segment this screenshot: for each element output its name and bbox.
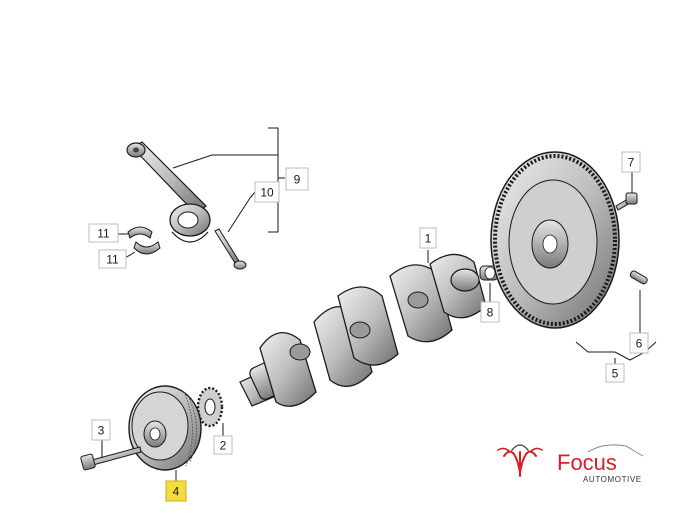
callout-box: [480, 301, 500, 323]
callout-1: 1: [419, 227, 437, 249]
bearing-shells: [127, 226, 161, 255]
crankshaft: [239, 253, 487, 407]
logo-brand: Focus: [557, 450, 617, 475]
callout-number: 2: [220, 439, 227, 453]
flywheel-bolt: [615, 192, 638, 211]
callout-number: 10: [260, 186, 274, 200]
callout-box: [213, 435, 233, 455]
callout-box: [419, 227, 437, 249]
car-outline-icon: [587, 444, 644, 457]
callout-number: 1: [425, 232, 432, 246]
callout-6: 6: [629, 332, 649, 354]
callout-box: [254, 181, 280, 203]
callout-box: [91, 419, 111, 441]
callout-11b: 11: [98, 249, 127, 269]
crank-gear: [196, 386, 224, 428]
callout-number: 9: [294, 173, 301, 187]
callout-8: 8: [480, 301, 500, 323]
callout-number: 6: [636, 337, 643, 351]
callout-4: 4: [165, 480, 187, 502]
callout-number: 5: [612, 367, 619, 381]
callout-10: 10: [254, 181, 280, 203]
callout-box: [629, 332, 649, 354]
callout-labels: 1 2 3 4 5 6 7 8 9 10 11 11: [88, 151, 649, 502]
focus-automotive-logo: Focus AUTOMOTIVE: [497, 444, 644, 484]
callout-2: 2: [213, 435, 233, 455]
callout-number: 11: [106, 253, 119, 267]
pulley-bolt: [80, 446, 142, 471]
rod-bolt: [214, 228, 247, 270]
callout-5: 5: [605, 363, 625, 383]
callout-box: [98, 249, 127, 269]
callout-number: 8: [487, 306, 494, 320]
tulip-emblem-icon: [497, 444, 543, 477]
callout-11a: 11: [88, 223, 119, 243]
callout-number: 4: [173, 485, 180, 499]
flywheel: [490, 151, 620, 329]
callout-box: [165, 480, 187, 502]
callout-box: [285, 167, 309, 191]
pulley: [128, 385, 202, 471]
callout-number: 3: [98, 424, 105, 438]
callout-number: 11: [97, 227, 110, 241]
callout-7: 7: [621, 151, 641, 173]
connecting-rod: [126, 141, 211, 243]
callout-9: 9: [285, 167, 309, 191]
callout-number: 7: [628, 156, 635, 170]
dowel-pin: [629, 270, 648, 285]
callout-box: [621, 151, 641, 173]
callout-3: 3: [91, 419, 111, 441]
logo-tagline: AUTOMOTIVE: [583, 475, 642, 484]
callout-box: [88, 223, 119, 243]
callout-box: [605, 363, 625, 383]
